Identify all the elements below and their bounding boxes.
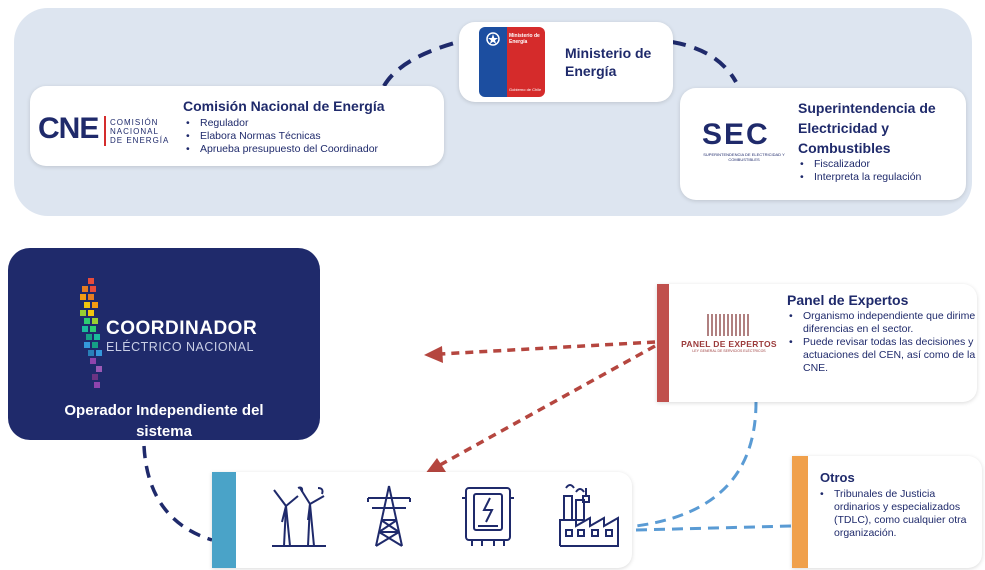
factory-icon [556, 482, 620, 553]
panel-to-coordinador-arrowhead [424, 346, 443, 363]
otros-bullet-list: Tribunales de Justicia ordinarios y espe… [818, 488, 980, 540]
otros-title: Otros [820, 470, 855, 485]
ministerio-title: Ministerio de Energía [565, 45, 652, 79]
coordinador-logo-name: COORDINADOR [106, 318, 258, 339]
ministerio-card: Ministerio de Energía Gobierno de Chile … [459, 22, 673, 102]
panel-card: PANEL DE EXPERTOS LEY GENERAL DE SERVICI… [657, 284, 977, 402]
ministerio-sec-connector [671, 40, 738, 84]
panel-bullet: Puede revisar todas las decisiones y act… [787, 336, 977, 375]
chile-coat-of-arms-icon [484, 31, 502, 47]
panel-bullet: Organismo independiente que dirime difer… [787, 310, 977, 336]
panel-accent-bar [657, 284, 669, 402]
sec-logo-letters: SEC [702, 118, 770, 151]
cne-bullet: Regulador [184, 117, 434, 130]
cne-logo-line1: COMISIÓN [110, 118, 159, 127]
sec-title-line3: Combustibles [798, 140, 891, 156]
cne-bullet: Elabora Normas Técnicas [184, 130, 434, 143]
sec-title: Superintendencia de Electricidad y Combu… [798, 98, 958, 158]
coordinador-caption: Operador Independiente del sistema [8, 400, 320, 442]
sec-title-line1: Superintendencia de [798, 100, 936, 116]
sec-logo-sub: SUPERINTENDENCIA DE ELECTRICIDAD Y COMBU… [703, 152, 785, 162]
cne-card: CNE COMISIÓN NACIONAL DE ENERGÍA Comisió… [30, 86, 444, 166]
panel-to-generation-arrowhead [425, 458, 446, 474]
otros-card: Otros Tribunales de Justicia ordinarios … [792, 456, 982, 568]
cne-logo-line3: DE ENERGÍA [110, 136, 170, 145]
panel-bullet-list: Organismo independiente que dirime difer… [787, 310, 977, 375]
otros-generation-blue-connector [635, 524, 793, 532]
sec-logo: SEC SUPERINTENDENCIA DE ELECTRICIDAD Y C… [702, 118, 786, 162]
coordinador-pixel-logo-icon [78, 278, 104, 388]
panel-to-generation-arrow [439, 344, 656, 467]
sec-bullet: Fiscalizador [798, 158, 958, 171]
sec-bullet-list: Fiscalizador Interpreta la regulación [798, 158, 958, 184]
panel-logo-text: PANEL DE EXPERTOS [681, 339, 777, 349]
ministerio-logo-title: Ministerio de Energía [509, 33, 540, 45]
cne-logo-letters: CNE [38, 112, 99, 145]
cne-logo-line2: NACIONAL [110, 127, 159, 136]
sec-bullet: Interpreta la regulación [798, 171, 958, 184]
coordinador-generation-connector [142, 445, 213, 542]
otros-bullet: Tribunales de Justicia ordinarios y espe… [818, 488, 980, 540]
sec-title-line2: Electricidad y [798, 120, 890, 136]
transmission-tower-icon [364, 484, 414, 553]
panel-logo: PANEL DE EXPERTOS LEY GENERAL DE SERVICI… [679, 314, 779, 353]
infrastructure-card [212, 472, 632, 568]
panel-generation-blue-connector [635, 401, 758, 528]
ministerio-logo: Ministerio de Energía Gobierno de Chile [479, 27, 545, 97]
cne-ministerio-connector [382, 40, 459, 88]
panel-logo-sub: LEY GENERAL DE SERVICIOS ELÉCTRICOS [692, 349, 766, 353]
ministerio-logo-footer: Gobierno de Chile [509, 87, 542, 92]
coordinador-caption-line2: sistema [136, 423, 192, 440]
coordinador-logo-sub: ELÉCTRICO NACIONAL [106, 340, 254, 354]
electrical-panel-icon [460, 484, 516, 553]
panel-to-coordinador-arrow [439, 340, 656, 356]
cne-bullet: Aprueba presupuesto del Coordinador [184, 143, 434, 156]
cne-title: Comisión Nacional de Energía [183, 98, 385, 114]
cne-logo-divider [104, 116, 106, 146]
coordinador-caption-line1: Operador Independiente del [64, 402, 264, 419]
otros-accent-bar [792, 456, 808, 568]
panel-title: Panel de Expertos [787, 292, 909, 308]
sec-card: SEC SUPERINTENDENCIA DE ELECTRICIDAD Y C… [680, 88, 966, 200]
wind-turbines-icon [268, 486, 328, 553]
infrastructure-accent-bar [212, 472, 236, 568]
coordinador-box: COORDINADOR ELÉCTRICO NACIONAL Operador … [8, 248, 320, 440]
cne-bullet-list: Regulador Elabora Normas Técnicas Aprueb… [184, 117, 434, 156]
panel-barcode-icon [707, 314, 751, 336]
